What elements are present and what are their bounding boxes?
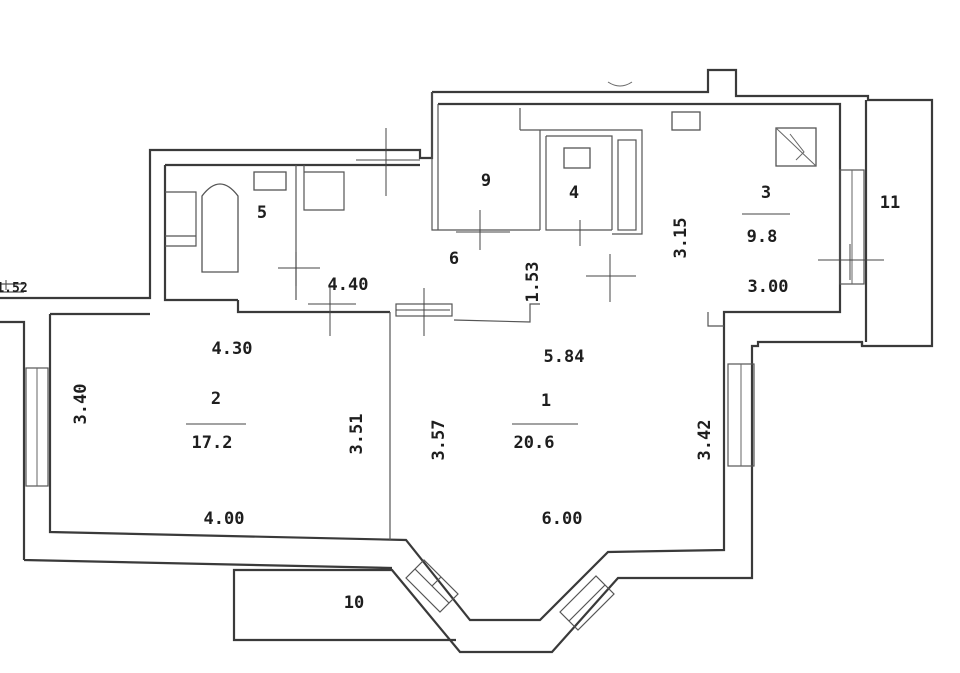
room-2-area: 17.2 xyxy=(192,433,233,453)
room-1-number: 1 xyxy=(541,391,551,411)
room-3-number: 3 xyxy=(761,183,771,203)
room-2-number: 2 xyxy=(211,389,221,409)
room-3-width: 3.00 xyxy=(748,277,789,297)
room-3-area: 9.8 xyxy=(747,227,778,247)
windows xyxy=(0,139,865,631)
room-2-width-top: 4.30 xyxy=(212,339,253,359)
room-2-width-bottom: 4.00 xyxy=(204,509,245,529)
room-3-height: 3.15 xyxy=(671,218,691,259)
room-1-width-top: 5.84 xyxy=(544,347,585,367)
room-1-width-bottom: 6.00 xyxy=(542,509,583,529)
room-10-number: 10 xyxy=(344,593,364,613)
room-6-height: 1.53 xyxy=(523,262,543,303)
stove xyxy=(671,111,701,131)
dimension-marks xyxy=(5,128,884,425)
room-1-area: 20.6 xyxy=(514,433,555,453)
sink xyxy=(253,171,287,191)
room-2-height-left: 3.40 xyxy=(71,384,91,425)
outer-walls xyxy=(0,68,934,654)
room-1-height-left: 3.57 xyxy=(429,420,449,461)
fixtures xyxy=(201,81,817,273)
room-6-width: 4.40 xyxy=(328,275,369,295)
room-2-height-right: 3.51 xyxy=(347,414,367,455)
corner-label: 1.52 xyxy=(0,281,28,296)
room-4-number: 4 xyxy=(569,183,579,203)
room-6-number: 6 xyxy=(449,249,459,269)
bathtub xyxy=(201,183,239,273)
room-9-number: 9 xyxy=(481,171,491,191)
room-11-number: 11 xyxy=(880,193,900,213)
toilet xyxy=(563,147,591,169)
room-5-number: 5 xyxy=(257,203,267,223)
room-labels: 1 20.6 5.84 6.00 3.57 3.42 2 17.2 4.30 4… xyxy=(0,171,900,613)
room-1-height-right: 3.42 xyxy=(695,420,715,461)
